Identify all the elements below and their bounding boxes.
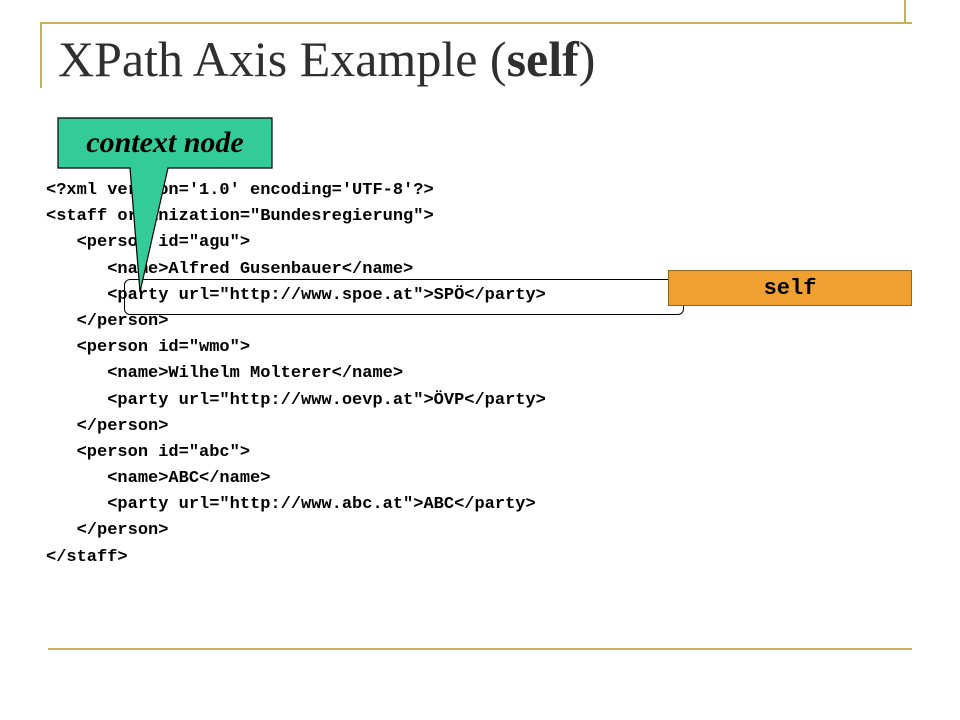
code-line: </person> xyxy=(46,416,169,436)
title-bold: self xyxy=(506,31,579,87)
code-line: </staff> xyxy=(46,547,128,567)
code-line: <name>ABC</name> xyxy=(46,469,271,489)
code-line: <name>Wilhelm Molterer</name> xyxy=(46,364,404,384)
bottom-rule xyxy=(48,648,912,650)
code-line: </person> xyxy=(46,311,169,331)
title-main: XPath Axis Example ( xyxy=(58,31,507,87)
code-line: <party url="http://www.abc.at">ABC</part… xyxy=(46,495,536,515)
self-axis-label: self xyxy=(668,270,912,306)
code-line: <person id="wmo"> xyxy=(46,338,251,358)
code-line: <party url="http://www.oevp.at">ÖVP</par… xyxy=(46,390,546,410)
code-line: </person> xyxy=(46,521,169,541)
left-rule xyxy=(40,22,42,88)
code-line: <person id="abc"> xyxy=(46,442,251,462)
title-end: ) xyxy=(578,31,596,87)
top-rule xyxy=(40,22,912,24)
self-highlight-box xyxy=(124,279,684,315)
code-line: <staff organization="Bundesregierung"> xyxy=(46,207,434,227)
xml-code-block: <?xml version='1.0' encoding='UTF-8'?> <… xyxy=(46,178,546,571)
code-line: <person id="agu"> xyxy=(46,233,251,253)
slide-title: XPath Axis Example (self) xyxy=(58,30,595,88)
code-line: <?xml version='1.0' encoding='UTF-8'?> xyxy=(46,181,434,200)
right-rule xyxy=(904,0,906,22)
context-node-label: context node xyxy=(86,126,244,159)
